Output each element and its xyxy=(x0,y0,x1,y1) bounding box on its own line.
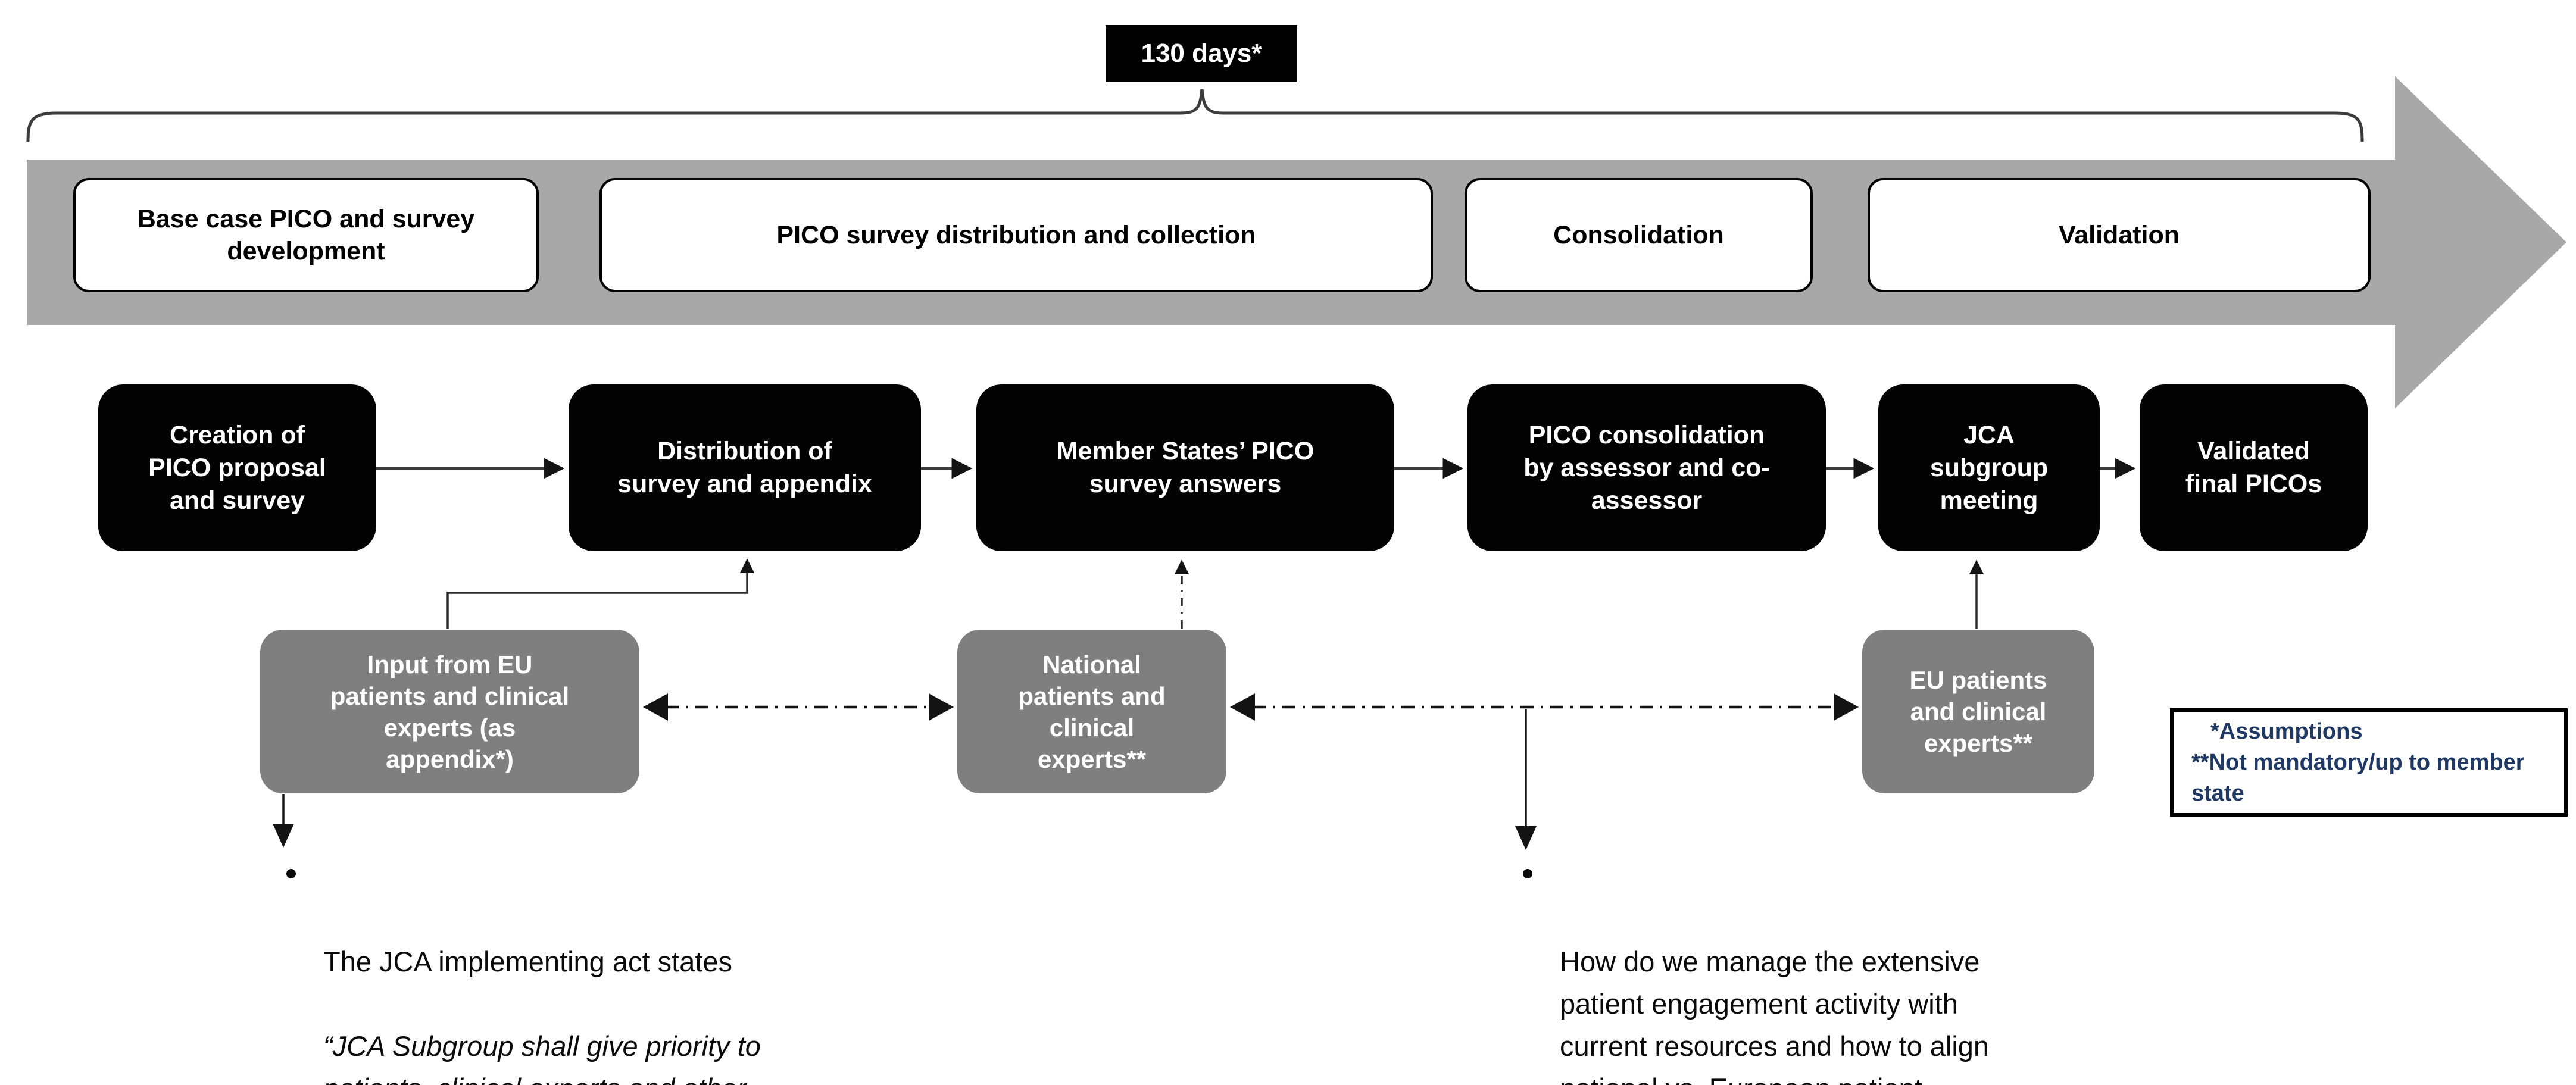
phase-base-case-pico: Base case PICO and survey development xyxy=(73,178,539,292)
legend-assumptions: *Assumptions xyxy=(2210,719,2363,744)
bullet-dot xyxy=(286,869,296,878)
bullet-dot xyxy=(1523,869,1532,878)
note-patient-engagement-question: How do we manage the extensive patient e… xyxy=(1523,856,2238,1085)
arrowhead-right-into-eupatients xyxy=(1834,693,1859,721)
arrowhead-right-into-national xyxy=(929,693,954,721)
phase-validation: Validation xyxy=(1868,178,2371,292)
note-right-text: How do we manage the extensive patient e… xyxy=(1560,946,1990,1085)
down-arrowhead-right-note xyxy=(1515,826,1537,850)
note-jca-implementing-act: The JCA implementing act states “JCA Sub… xyxy=(286,856,966,1085)
step-distribution-survey: Distribution of survey and appendix xyxy=(569,384,921,551)
note-left-lead: The JCA implementing act states xyxy=(323,946,733,977)
down-arrowhead-left-note xyxy=(273,824,294,848)
stakeholder-eu-patients: EU patients and clinical experts** xyxy=(1862,630,2094,793)
note-left-quote: “JCA Subgroup shall give priority to pat… xyxy=(323,1030,761,1085)
duration-badge: 130 days* xyxy=(1106,25,1297,82)
stakeholder-national-patients: National patients and clinical experts** xyxy=(957,630,1226,793)
arrowhead-left-into-input xyxy=(643,693,668,721)
step-validated-final-picos: Validated final PICOs xyxy=(2140,384,2368,551)
step-pico-consolidation: PICO consolidation by assessor and co- a… xyxy=(1467,384,1826,551)
step-creation-pico-proposal: Creation of PICO proposal and survey xyxy=(98,384,376,551)
step-member-states-answers: Member States’ PICO survey answers xyxy=(976,384,1394,551)
arrowhead-left-into-national xyxy=(1230,693,1255,721)
banner-arrowhead xyxy=(2395,76,2566,408)
stakeholder-input-eu-patients: Input from EU patients and clinical expe… xyxy=(260,630,639,793)
duration-brace xyxy=(26,89,2364,142)
elbow-connector-input-to-distribution xyxy=(446,558,755,629)
phase-consolidation: Consolidation xyxy=(1465,178,1813,292)
legend-not-mandatory: **Not mandatory/up to member state xyxy=(2191,750,2525,806)
step-jca-subgroup-meeting: JCA subgroup meeting xyxy=(1878,384,2100,551)
legend-footnotes: *Assumptions **Not mandatory/up to membe… xyxy=(2170,708,2568,817)
phase-survey-distribution: PICO survey distribution and collection xyxy=(599,178,1433,292)
